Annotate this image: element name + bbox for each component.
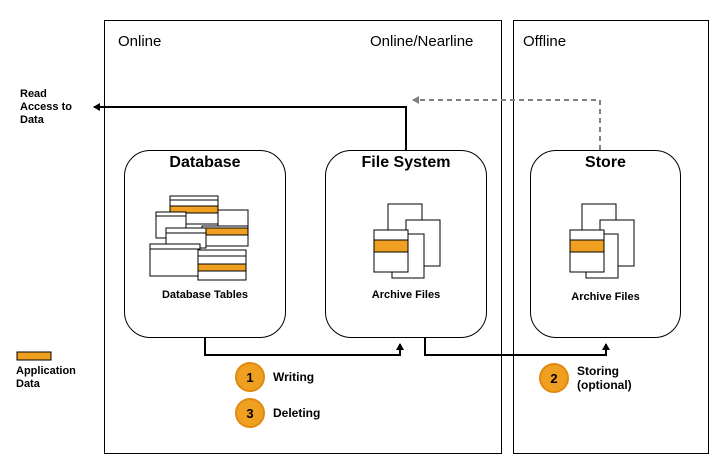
step-number-badge: 2 <box>539 363 569 393</box>
step-number-badge: 3 <box>235 398 265 428</box>
step-label: Deleting <box>273 406 321 420</box>
writing-arrow <box>204 338 404 356</box>
step-storing: 2 Storing (optional) <box>539 363 632 393</box>
offline-label: Offline <box>523 33 567 50</box>
filesystem-caption: Archive Files <box>371 289 441 301</box>
step-deleting: 3 Deleting <box>235 398 320 428</box>
dashed-retrieval-arrow <box>412 96 601 150</box>
filesystem-title: File System <box>361 154 451 171</box>
storing-arrow <box>424 338 610 356</box>
read-access-label: Read Access to Data <box>20 88 72 126</box>
step-label: Writing <box>273 370 315 384</box>
store-caption: Archive Files <box>571 291 640 303</box>
store-title: Store <box>585 154 626 171</box>
step-label: Storing (optional) <box>577 364 632 392</box>
step-number-badge: 1 <box>235 362 265 392</box>
online-label: Online <box>118 33 162 50</box>
read-access-arrow <box>93 103 407 150</box>
application-data-legend: Application Data <box>16 365 76 390</box>
store-archive-files-icon <box>569 203 635 279</box>
online-nearline-label: Online/Nearline <box>370 33 474 50</box>
application-data-swatch <box>16 351 52 361</box>
step-writing: 1 Writing <box>235 362 314 392</box>
database-tables-icon <box>149 195 249 281</box>
database-caption: Database Tables <box>161 289 248 301</box>
database-title: Database <box>169 154 241 171</box>
filesystem-archive-files-icon <box>373 203 441 279</box>
